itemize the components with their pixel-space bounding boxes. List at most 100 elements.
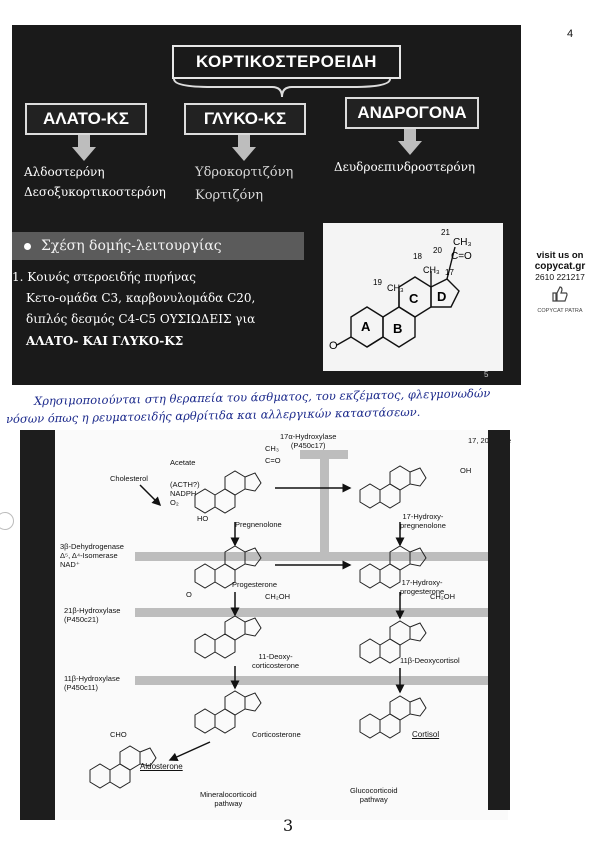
brace-decoration bbox=[173, 78, 391, 98]
acth-group: (ACTH?) NADPH O₂ bbox=[170, 480, 200, 507]
ch2oh-label-2: CH₂OH bbox=[430, 592, 455, 601]
arrow-down-icon bbox=[232, 135, 256, 161]
enzyme-3b-isomerase: Δ⁵, Δ⁴-Isomerase bbox=[60, 551, 118, 560]
steroid-nucleus-diagram: O A B C D 19 CH₃ 18 CH₃ 17 20 C=O 21 CH₃ bbox=[323, 223, 503, 371]
glucocorticoid-line1: Glucocorticoid bbox=[350, 786, 398, 795]
ch3-top-label: CH₃ bbox=[453, 237, 472, 248]
header-androgona: ΑΝΔΡΟΓΟΝΑ bbox=[345, 97, 479, 129]
item-aldosterone: Αλδοστερόνη bbox=[24, 165, 105, 179]
ho-label-1: HO bbox=[197, 514, 209, 523]
ch3-a-label: CH₃ bbox=[387, 283, 404, 293]
c19-label: 19 bbox=[373, 278, 382, 287]
slide-title: ΚΟΡΤΙΚΟΣΤΕΡΟΕΙΔΗ bbox=[172, 45, 401, 79]
hydroxy-progesterone-label: 17-Hydroxy- progesterone bbox=[400, 578, 444, 596]
ad-line1: visit us on bbox=[536, 250, 584, 261]
enzyme-11-code: (P450c11) bbox=[64, 683, 99, 692]
arrow-down-icon bbox=[398, 129, 422, 155]
item-deoxycorticosterone: Δεσοξυκορτικοστερόνη bbox=[24, 185, 166, 199]
bullet-icon bbox=[24, 242, 31, 250]
header-alato: ΑΛΑΤΟ-ΚΣ bbox=[25, 103, 147, 135]
mineralocorticoid-caption: Mineralocorticoid pathway bbox=[200, 790, 257, 808]
nadph-label: NADPH bbox=[170, 489, 197, 498]
mineralocorticoid-line2: pathway bbox=[214, 799, 243, 808]
hydroxy-progesterone-line1: 17-Hydroxy- bbox=[401, 578, 443, 587]
enzyme-3b-label: 3β-Dehydrogenase Δ⁵, Δ⁴-Isomerase NAD⁺ bbox=[60, 542, 124, 569]
item-cortisone: Κορτιζόνη bbox=[195, 188, 264, 203]
handwritten-note-line2: νόσων όπως η ρευματοειδής αρθρίτιδα και … bbox=[5, 404, 421, 426]
header-glyko: ΓΛΥΚΟ-ΚΣ bbox=[184, 103, 306, 135]
point-1-number: 1. bbox=[12, 270, 24, 284]
steroid-structure: O A B C D 19 CH₃ 18 CH₃ 17 20 C=O 21 CH₃ bbox=[329, 228, 472, 352]
cortisol-label: Cortisol bbox=[412, 730, 440, 739]
molecule-pregnenolone bbox=[194, 470, 262, 514]
c21-label: 21 bbox=[441, 228, 450, 237]
co-label: C=O bbox=[451, 251, 472, 262]
hydroxy-pregnenolone-line2: pregnenolone bbox=[400, 521, 446, 530]
point-4: ΑΛΑΤΟ- ΚΑΙ ΓΛΥΚΟ-ΚΣ bbox=[26, 334, 184, 348]
enzyme-17-label: 17α-Hydroxylase (P450c17) bbox=[280, 432, 336, 450]
page-corner-number: 4 bbox=[567, 28, 574, 40]
enzyme-band-11 bbox=[135, 676, 505, 685]
item-hydrocortisone: Υδροκορτιζόνη bbox=[195, 165, 294, 180]
steroidogenesis-pathway-diagram: 17α-Hydroxylase (P450c17) 17, 20-Lyase A… bbox=[20, 430, 511, 820]
acth-label: (ACTH?) bbox=[170, 480, 200, 489]
slide-corticosteroids: ΚΟΡΤΙΚΟΣΤΕΡΟΕΙΔΗ ΑΛΑΤΟ-ΚΣ ΓΛΥΚΟ-ΚΣ ΑΝΔΡΟ… bbox=[12, 25, 521, 385]
handwritten-page-number: 3 bbox=[283, 816, 294, 835]
point-1: 1. Κοινός στεροειδής πυρήνας bbox=[12, 270, 196, 284]
point-1-text: Κοινός στεροειδής πυρήνας bbox=[27, 270, 196, 284]
o2-label: O₂ bbox=[170, 498, 179, 507]
enzyme-3b-name: 3β-Dehydrogenase bbox=[60, 542, 124, 551]
point-2: Κετο-ομάδα C3, καρβονυλομάδα C20, bbox=[26, 291, 256, 305]
enzyme-21-label: 21β-Hydroxylase (P450c21) bbox=[64, 606, 120, 624]
ring-d-shape bbox=[430, 278, 460, 308]
ch2oh-label-1: CH₂OH bbox=[265, 592, 290, 601]
deoxycorticosterone-line2: corticosterone bbox=[252, 661, 300, 670]
side-ad: visit us on copycat.gr 2610 221217 COPYC… bbox=[525, 250, 595, 314]
deoxycortisol-label: 11β-Deoxycortisol bbox=[400, 656, 460, 665]
ring-b-label: B bbox=[393, 321, 402, 336]
enzyme-bar-17 bbox=[320, 450, 329, 560]
point-3: διπλός δεσμός C4-C5 ΟΥΣΙΩΔΕΙΣ για bbox=[26, 312, 256, 326]
acetate-label: Acetate bbox=[170, 458, 196, 467]
ring-d-label: D bbox=[437, 289, 446, 304]
ch3-label-1: CH₃ bbox=[265, 444, 279, 453]
slide-dark-edge-right bbox=[488, 430, 510, 810]
pregnenolone-label: Pregnenolone bbox=[235, 520, 282, 529]
progesterone-label: Progesterone bbox=[232, 580, 278, 589]
oxygen-label: O bbox=[329, 340, 338, 352]
hydroxy-pregnenolone-line1: 17-Hydroxy- bbox=[402, 512, 444, 521]
slide-number: 5 bbox=[484, 370, 489, 379]
thumbs-up-icon bbox=[552, 286, 568, 302]
enzyme-21-code: (P450c21) bbox=[64, 615, 99, 624]
oh-label-1: OH bbox=[460, 466, 472, 475]
ring-a-label: A bbox=[361, 319, 371, 334]
handwritten-note-line1: Χρησιμοποιούνται στη θεραπεία του άσθματ… bbox=[33, 386, 491, 408]
cholesterol-label: Cholesterol bbox=[110, 474, 148, 483]
glucocorticoid-caption: Glucocorticoid pathway bbox=[350, 786, 398, 804]
corticosterone-label: Corticosterone bbox=[252, 730, 301, 739]
molecule-corticosterone bbox=[194, 690, 262, 734]
hydroxy-progesterone-line2: progesterone bbox=[400, 587, 445, 596]
molecule-17-hydroxypregnenolone bbox=[359, 465, 427, 509]
ad-line2: copycat.gr bbox=[534, 261, 586, 272]
enzyme-bar-17-cap bbox=[300, 450, 348, 459]
co-label-1: C=O bbox=[265, 456, 281, 465]
deoxycorticosterone-label: 11-Deoxy- corticosterone bbox=[252, 652, 299, 670]
bar-label: Σχέση δομής-λειτουργίας bbox=[41, 238, 222, 254]
glucocorticoid-line2: pathway bbox=[359, 795, 388, 804]
slide-dark-edge bbox=[20, 430, 55, 820]
enzyme-3b-cofactor: NAD⁺ bbox=[60, 560, 80, 569]
arrow-down-icon bbox=[72, 135, 96, 161]
c17-label: 17 bbox=[445, 268, 454, 277]
punch-hole bbox=[0, 512, 14, 530]
item-dhea: Δευδροεπινδροστερόνη bbox=[334, 160, 476, 174]
enzyme-17-name: 17α-Hydroxylase bbox=[280, 432, 337, 441]
ad-brand: COPYCAT PATRA bbox=[537, 308, 583, 314]
c20-label: 20 bbox=[433, 246, 442, 255]
mineralocorticoid-line1: Mineralocorticoid bbox=[200, 790, 257, 799]
aldosterone-label: Aldosterone bbox=[140, 762, 183, 771]
c18-label: 18 bbox=[413, 252, 422, 261]
ad-line3: 2610 221217 bbox=[535, 272, 585, 282]
enzyme-band-21 bbox=[135, 608, 505, 617]
enzyme-17-code: (P450c17) bbox=[290, 441, 326, 450]
